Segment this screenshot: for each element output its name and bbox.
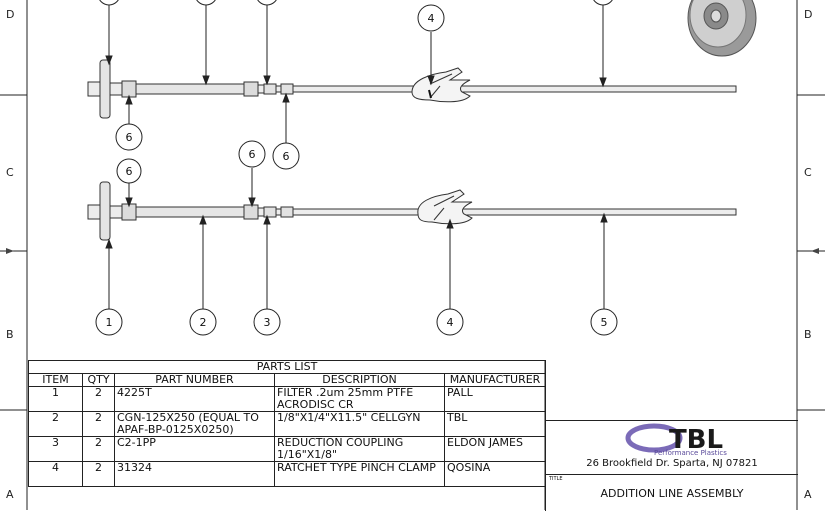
partial-balloons	[99, 0, 613, 6]
parts-list-table: PARTS LIST ITEM QTY PART NUMBER DESCRIPT…	[27, 360, 547, 487]
cell-item: 2	[28, 411, 83, 437]
title-field-label: TITLE	[549, 476, 563, 482]
centering-arrow-left-icon	[6, 248, 14, 254]
cell-description: REDUCTION COUPLING 1/16"X1/8"	[274, 436, 445, 462]
cell-description: 1/8"X1/4"X11.5" CELLGYN	[274, 411, 445, 437]
cell-manufacturer: TBL	[443, 411, 547, 437]
zone-label-a-left: A	[6, 488, 14, 501]
table-row: 4 2 31324 RATCHET TYPE PINCH CLAMP QOSIN…	[28, 461, 547, 487]
zone-label-b-left: B	[6, 328, 14, 341]
company-address: 26 Brookfield Dr. Sparta, NJ 07821	[586, 458, 758, 469]
header-part-number: PART NUMBER	[114, 373, 275, 387]
balloon-top-6b-text: 6	[249, 148, 256, 161]
cell-part-number: CGN-125X250 (EQUAL TO APAF-BP-0125X0250)	[114, 411, 275, 437]
title-cell: TITLE ADDITION LINE ASSEMBLY	[545, 474, 798, 511]
zone-label-a-right: A	[804, 488, 812, 501]
filter-isometric-view	[687, 0, 757, 57]
balloon-top-4-text: 4	[428, 12, 435, 25]
cell-qty: 2	[82, 461, 115, 487]
table-row: 3 2 C2-1PP REDUCTION COUPLING 1/16"X1/8"…	[28, 436, 547, 462]
balloon-top-6c-text: 6	[283, 150, 290, 163]
header-manufacturer: MANUFACTURER	[443, 373, 547, 387]
tbl-logo: TBL	[625, 423, 723, 455]
zone-label-b-right: B	[804, 328, 812, 341]
balloon-bot-2	[189, 308, 217, 336]
balloon-top-4	[417, 4, 445, 32]
balloon-top-6a-text: 6	[126, 131, 133, 144]
zone-label-c-left: C	[6, 166, 14, 179]
zone-label-d-right: D	[804, 8, 813, 21]
logo-box: TBL Performance Plastics 26 Brookfield D…	[545, 420, 798, 475]
cell-manufacturer: ELDON JAMES	[443, 436, 547, 462]
cell-manufacturer: QOSINA	[443, 461, 547, 487]
zone-label-d-left: D	[6, 8, 15, 21]
balloon-bot-2-text: 2	[200, 316, 207, 329]
logo-text: TBL	[669, 425, 723, 455]
balloon-bot-6	[116, 158, 142, 184]
cell-item: 4	[28, 461, 83, 487]
zone-label-c-right: C	[804, 166, 812, 179]
balloon-bot-1	[95, 308, 123, 336]
cell-qty: 2	[82, 386, 115, 412]
cell-qty: 2	[82, 411, 115, 437]
balloon-bot-3	[253, 308, 281, 336]
balloon-bot-6-text: 6	[126, 165, 133, 178]
table-row: 2 2 CGN-125X250 (EQUAL TO APAF-BP-0125X0…	[28, 411, 547, 437]
centering-arrow-right-icon	[811, 248, 819, 254]
cell-description: FILTER .2um 25mm PTFE ACRODISC CR	[274, 386, 445, 412]
cell-part-number: C2-1PP	[114, 436, 275, 462]
balloon-bot-5-text: 5	[601, 316, 608, 329]
cell-part-number: 4225T	[114, 386, 275, 412]
drawing-title: ADDITION LINE ASSEMBLY	[600, 487, 744, 500]
cell-part-number: 31324	[114, 461, 275, 487]
cell-qty: 2	[82, 436, 115, 462]
cell-description: RATCHET TYPE PINCH CLAMP	[274, 461, 445, 487]
balloon-top-6b	[238, 140, 266, 168]
balloon-top-6a	[115, 123, 143, 151]
header-qty: QTY	[82, 373, 115, 387]
balloon-bot-4	[436, 308, 464, 336]
title-block: TBL Performance Plastics 26 Brookfield D…	[545, 420, 798, 511]
balloon-bot-3-text: 3	[264, 316, 271, 329]
balloon-bot-1-text: 1	[106, 316, 113, 329]
top-leaders	[105, 5, 608, 310]
balloon-top-6c	[272, 142, 300, 170]
balloon-bot-4-text: 4	[447, 316, 454, 329]
balloon-bot-5	[590, 308, 618, 336]
header-item: ITEM	[28, 373, 83, 387]
logo-tagline: Performance Plastics	[654, 449, 727, 457]
cell-item: 1	[28, 386, 83, 412]
table-row: 1 2 4225T FILTER .2um 25mm PTFE ACRODISC…	[28, 386, 547, 412]
cell-item: 3	[28, 436, 83, 462]
bottom-assembly	[87, 181, 737, 241]
top-assembly	[87, 59, 737, 119]
cell-manufacturer: PALL	[443, 386, 547, 412]
parts-list-title: PARTS LIST	[27, 360, 547, 374]
header-description: DESCRIPTION	[274, 373, 445, 387]
